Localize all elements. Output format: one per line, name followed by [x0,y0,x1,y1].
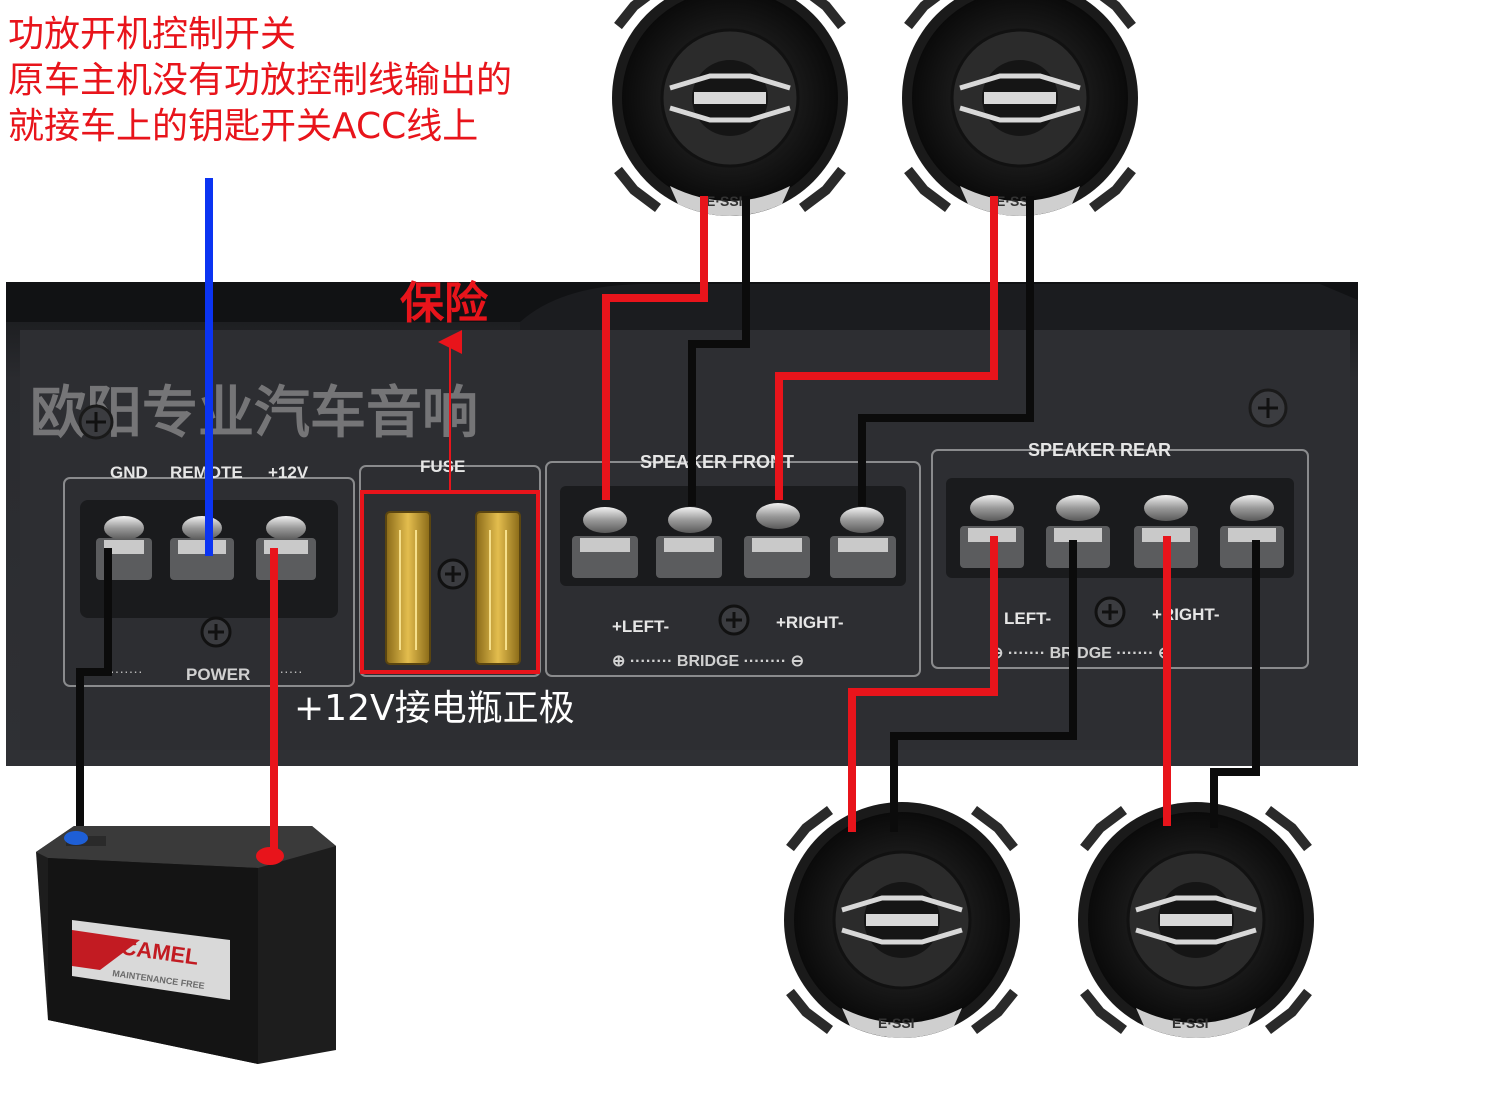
rear-left-label: LEFT- [1004,609,1051,628]
speaker-icon: E·SSI [1078,802,1314,1038]
terminal-front-right-pos [744,503,810,578]
acc-note-line-2: 原车主机没有功放控制线输出的 [8,60,512,101]
acc-note-line-3: 就接车上的钥匙开关ACC线上 [8,106,478,147]
rear-section-screw-icon [1094,596,1126,628]
fuse-header: FUSE [420,457,465,476]
acc-note-line-1: 功放开机控制开关 [8,14,296,55]
power-footer-dots-left: ······· [110,663,143,679]
power-section-screw-icon [200,616,232,648]
speaker-icon: E·SSI [902,0,1138,216]
fuse-left [385,511,431,665]
battery-icon [36,826,336,1064]
fuse-right [475,511,521,665]
front-bridge-label: ⊕ ········ BRIDGE ········ ⊖ [612,653,804,670]
front-left-positive-wire [602,196,708,500]
rear-left-positive-wire [848,536,998,832]
front-right-positive-wire [775,196,998,500]
panel-screw-icon [1248,388,1288,428]
power-footer-dots-right: ······· [270,663,303,679]
front-section-screw-icon [718,604,750,636]
speaker-badge: E·SSI [878,1015,915,1031]
speaker-icon: E·SSI [784,802,1020,1038]
speaker-rear-right: E·SSI [1078,802,1314,1038]
speaker-front-right: E·SSI [902,0,1138,216]
front-left-label: +LEFT- [612,617,669,636]
amplifier-heatsink-curve [520,284,1358,330]
rear-right-negative-wire [1210,540,1260,828]
ground-wire [76,548,112,826]
terminal-front-right-neg [830,507,896,578]
fuse-highlight-box [360,490,540,674]
power-footer: POWER [186,665,250,684]
speaker-front-left: E·SSI [612,0,848,216]
fuse-section: FUSE [359,457,541,677]
speaker-rear-left: E·SSI [784,802,1020,1038]
terminal-rear-left-neg [1046,495,1110,568]
power-header-12v: +12V [268,463,309,482]
speaker-front-header: SPEAKER FRONT [640,452,794,472]
panel-screw-icon [78,404,114,440]
battery: CAMEL MAINTENANCE FREE [36,826,336,1064]
speaker-badge: E·SSI [706,193,743,209]
terminal-front-left-pos [572,507,638,578]
power-annotation: +12V接电瓶正极 [294,688,575,729]
terminal-front-left-neg [656,507,722,578]
front-right-label: +RIGHT- [776,613,844,632]
rear-bridge-label: ⊖ ······· BRIDGE ······· ⊖ [990,645,1171,662]
fuse-annotation: 保险 [400,278,489,329]
front-left-negative-wire [688,196,750,506]
speaker-rear-header: SPEAKER REAR [1028,440,1171,460]
speaker-front-section: SPEAKER FRONT +LEFT- +RIGHT- ⊕ ········ … [545,452,921,677]
acc-note: 功放开机控制开关 原车主机没有功放控制线输出的 就接车上的钥匙开关ACC线上 [8,14,512,147]
wires [76,178,1260,852]
front-right-negative-wire [858,196,1034,506]
speaker-icon: E·SSI [612,0,848,216]
fuse-screw-icon [437,558,469,590]
rear-right-label: +RIGHT- [1152,605,1220,624]
power-header-gnd: GND [110,463,148,482]
rear-left-negative-wire [890,540,1077,832]
speaker-badge: E·SSI [1172,1015,1209,1031]
speaker-badge: E·SSI [996,193,1033,209]
